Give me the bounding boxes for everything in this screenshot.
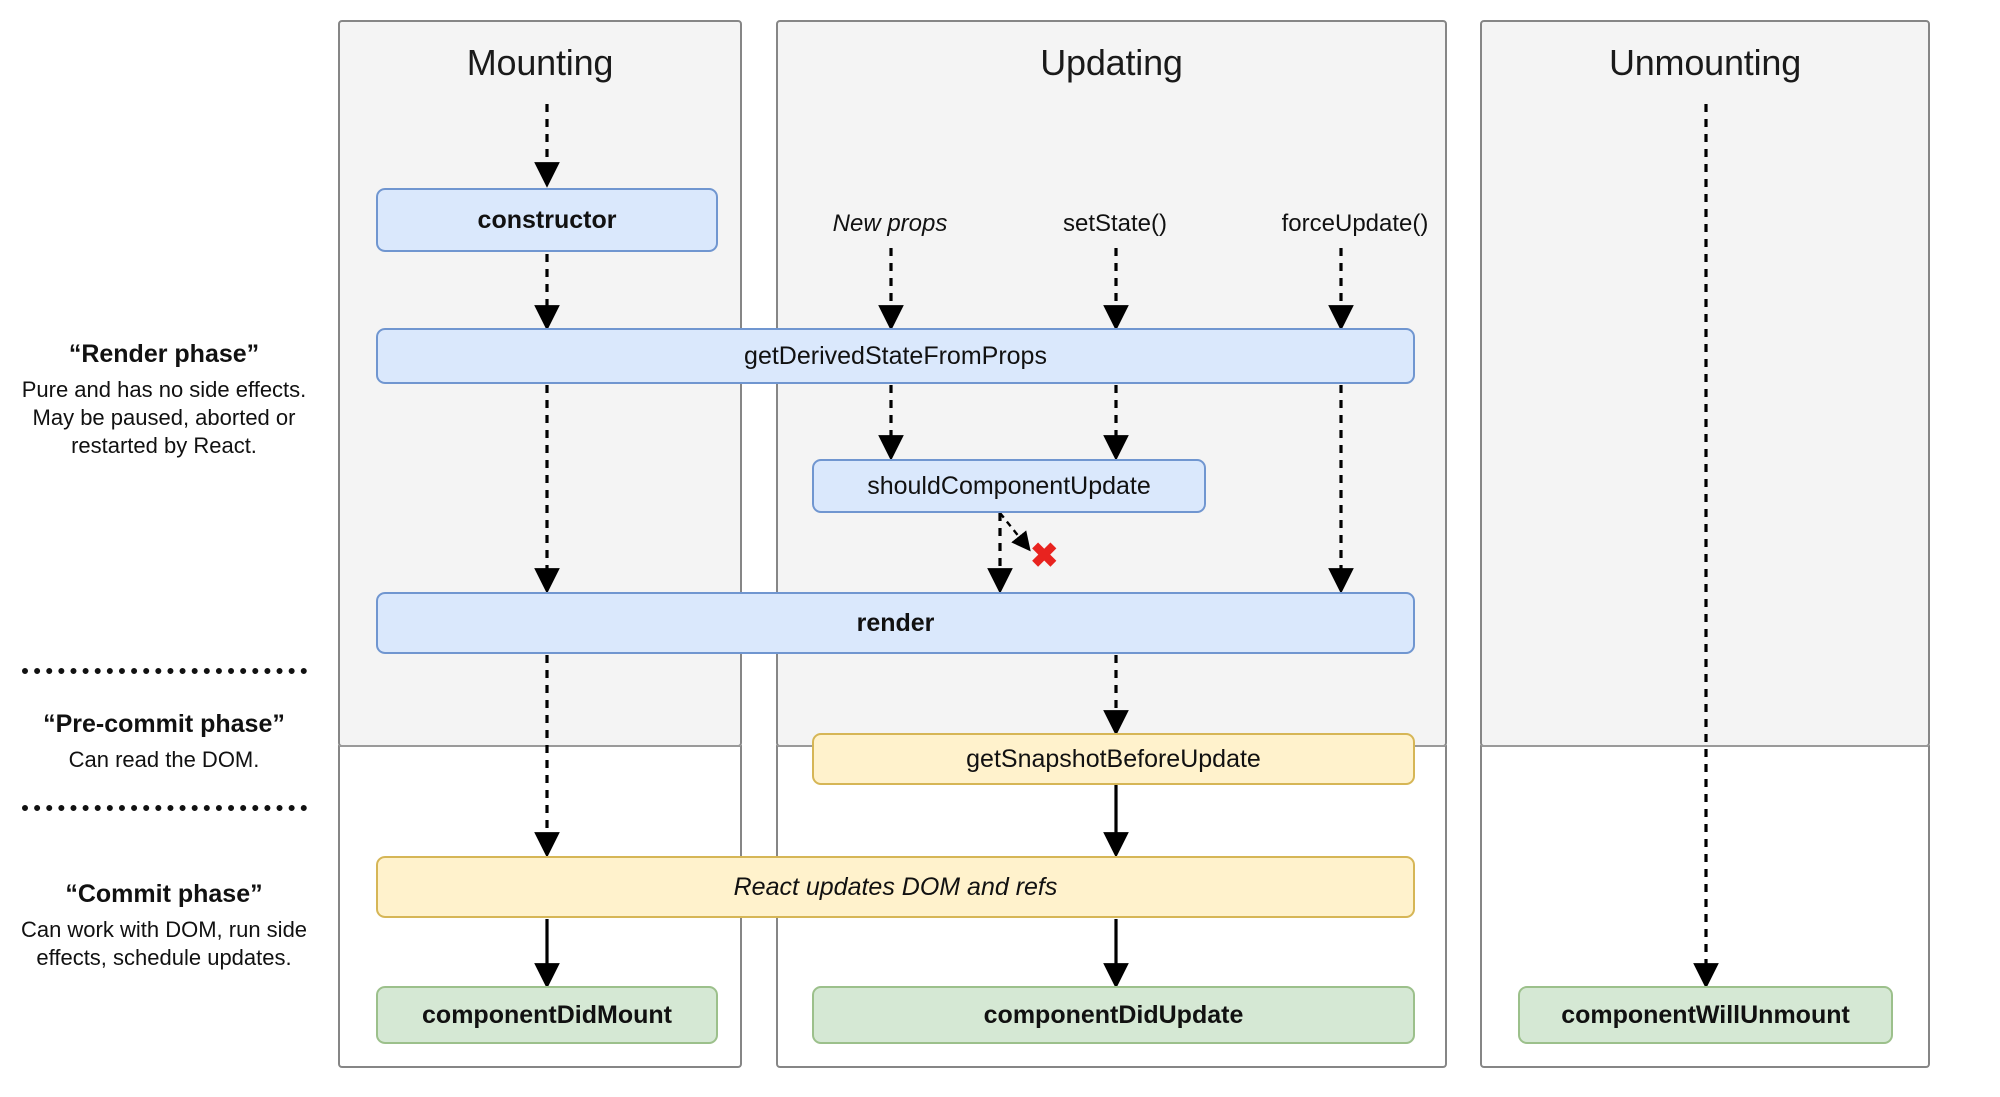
phase-commit-title: “Commit phase” (65, 880, 263, 908)
node-component-did-update[interactable]: componentDidUpdate (812, 986, 1415, 1044)
column-unmounting (1480, 20, 1930, 747)
phase-render-description: Pure and has no side effects. May be pau… (21, 377, 307, 459)
node-render[interactable]: render (376, 592, 1415, 654)
node-get-derived-state-from-props[interactable]: getDerivedStateFromProps (376, 328, 1415, 384)
phase-pre-commit-title: “Pre-commit phase” (43, 710, 285, 738)
skip-render-x-icon: ✖ (1030, 537, 1059, 575)
trigger-set-state: setState() (1062, 210, 1168, 237)
phase-commit-description: Can work with DOM, run side effects, sch… (20, 917, 308, 971)
phase-divider-top (22, 668, 307, 674)
node-component-will-unmount[interactable]: componentWillUnmount (1518, 986, 1893, 1044)
column-title-mounting: Mounting (466, 42, 614, 83)
node-react-updates-dom-and-refs[interactable]: React updates DOM and refs (376, 856, 1415, 918)
phase-pre-commit: “Pre-commit phase” Can read the DOM. (14, 710, 314, 774)
node-should-component-update[interactable]: shouldComponentUpdate (812, 459, 1206, 513)
phase-render-title: “Render phase” (68, 340, 260, 368)
column-title-updating: Updating (1040, 42, 1183, 83)
trigger-force-update: forceUpdate() (1281, 210, 1429, 237)
phase-pre-commit-description: Can read the DOM. (68, 747, 260, 772)
column-title-unmounting: Unmounting (1608, 42, 1802, 83)
node-component-did-mount[interactable]: componentDidMount (376, 986, 718, 1044)
phase-divider-bottom (22, 805, 307, 811)
trigger-new-props: New props (832, 210, 948, 237)
node-get-snapshot-before-update[interactable]: getSnapshotBeforeUpdate (812, 733, 1415, 785)
phase-render: “Render phase” Pure and has no side effe… (14, 340, 314, 460)
node-constructor[interactable]: constructor (376, 188, 718, 252)
phase-commit: “Commit phase” Can work with DOM, run si… (14, 880, 314, 972)
